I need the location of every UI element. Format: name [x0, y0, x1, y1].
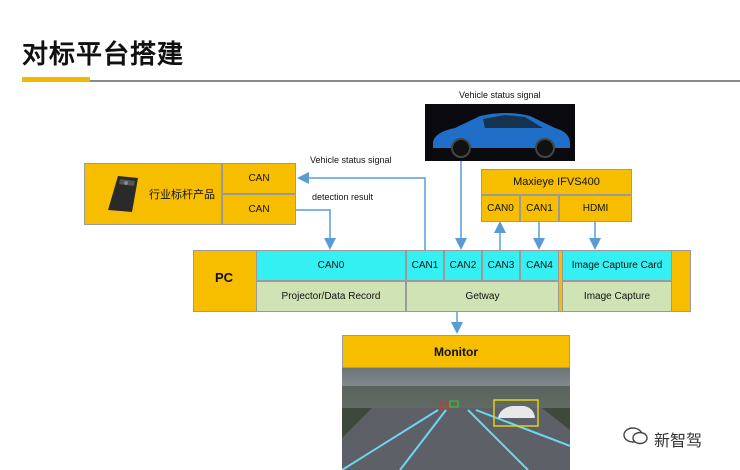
pc-can3: CAN3	[482, 250, 520, 281]
pc-projector-data-record: Projector/Data Record	[256, 281, 406, 312]
vehicle-image	[425, 104, 575, 161]
pc-can0: CAN0	[256, 250, 406, 281]
monitor-road-image	[342, 368, 570, 470]
pc-can2: CAN2	[444, 250, 482, 281]
device-can-top: CAN	[222, 163, 296, 194]
maxieye-hdmi: HDMI	[559, 195, 632, 222]
title-divider	[90, 80, 740, 82]
maxieye-title-box: Maxieye IFVS400	[481, 169, 632, 195]
maxieye-can1: CAN1	[520, 195, 559, 222]
watermark-text: 新智驾	[654, 433, 703, 450]
wechat-icon	[623, 426, 649, 446]
page-title: 对标平台搭建	[22, 39, 185, 69]
pc-image-capture: Image Capture	[562, 281, 672, 312]
device-camera-icon	[104, 172, 144, 216]
benchmark-device-box: 行业标杆产品	[84, 163, 222, 225]
label-detection-result: detection result	[312, 192, 374, 202]
maxieye-can0: CAN0	[481, 195, 520, 222]
vehicle-status-to-device-arrow	[297, 172, 426, 250]
benchmark-device-label: 行业标杆产品	[149, 189, 215, 201]
device-can-bottom: CAN	[222, 194, 296, 225]
pc-can1: CAN1	[406, 250, 444, 281]
label-vehicle-status-left: Vehicle status signal	[310, 155, 392, 165]
detection-result-arrow	[296, 209, 336, 250]
pc-getway: Getway	[406, 281, 559, 312]
pc-can4: CAN4	[520, 250, 559, 281]
monitor-label-box: Monitor	[342, 335, 570, 368]
pc-label: PC	[214, 270, 234, 285]
label-vehicle-status-top: Vehicle status signal	[459, 90, 541, 100]
pc-image-capture-card: Image Capture Card	[562, 250, 672, 281]
title-accent-bar	[22, 77, 90, 82]
